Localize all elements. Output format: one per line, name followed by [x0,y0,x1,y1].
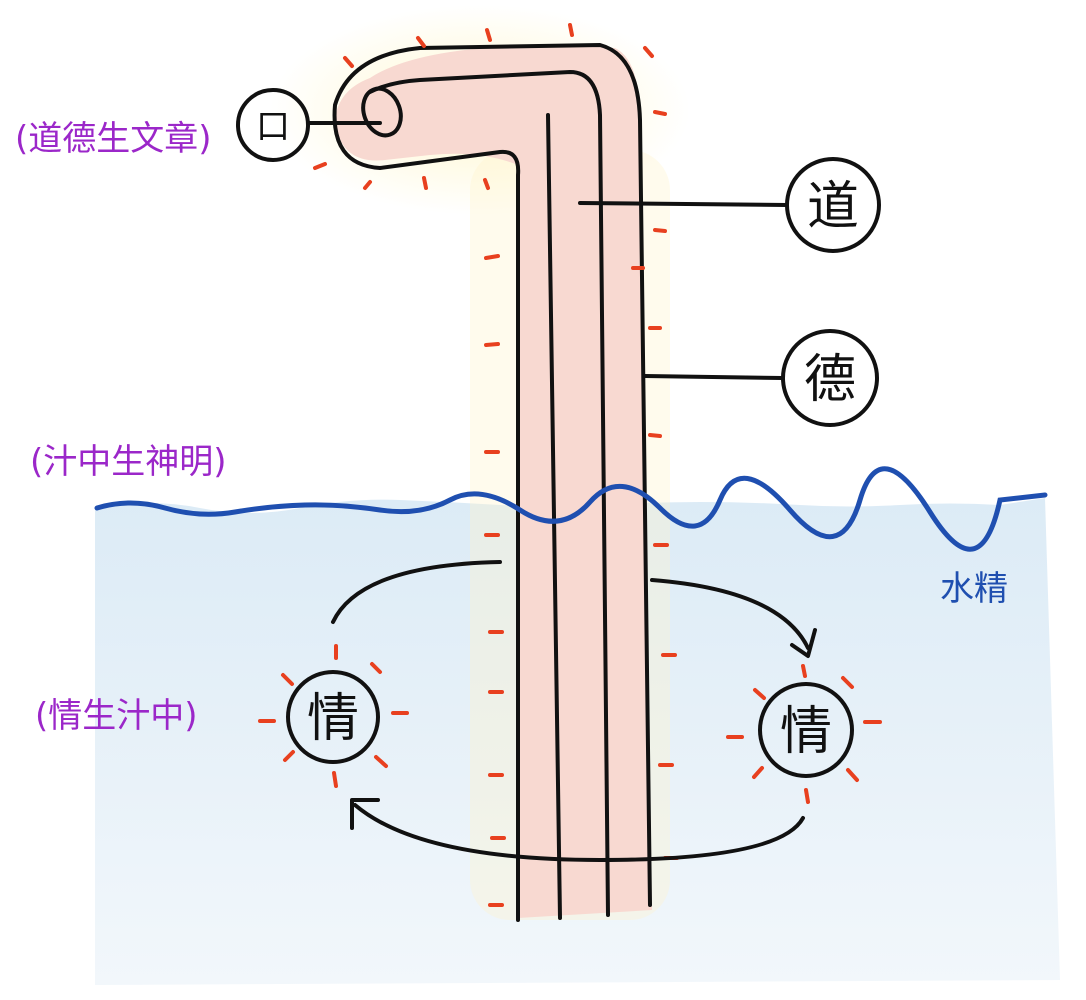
label-left-mid: (汁中生神明) [30,442,227,482]
connector-dao [578,201,789,207]
tube-mouth-opening [361,86,403,138]
tube-inner-line-1 [368,70,610,917]
qing-left-text: 情 [307,689,359,749]
qing-left-rays [258,644,409,788]
qing-right-text: 情 [780,702,832,762]
label-water-essence: 水精 [940,569,1008,609]
circulation-arrow-top-left [331,560,502,624]
mouth-node-text: 口 [256,107,290,147]
dao-node-text: 道 [807,177,859,237]
qing-right-circle [758,682,854,778]
label-left-low: (情生汁中) [35,696,198,736]
label-left-top: (道德生文章) [15,119,212,159]
tube-outer-line [332,43,652,922]
connector-de [643,374,784,380]
de-node-text: 德 [804,350,856,410]
circulation-arrow-bottom [353,803,805,862]
dao-circle [785,157,881,253]
circulation-arrowhead-right [790,628,817,658]
de-circle [781,329,879,427]
tube-inner-line-2 [546,113,562,920]
qing-right-rays [726,664,882,804]
water-surface-line [94,466,1048,552]
tube-rays [313,23,679,907]
qing-left-circle [286,670,380,764]
circulation-arrowhead-left [350,798,380,830]
tube-body [335,45,652,918]
circulation-arrow-top-right [650,578,810,650]
mouth-circle [236,88,310,162]
